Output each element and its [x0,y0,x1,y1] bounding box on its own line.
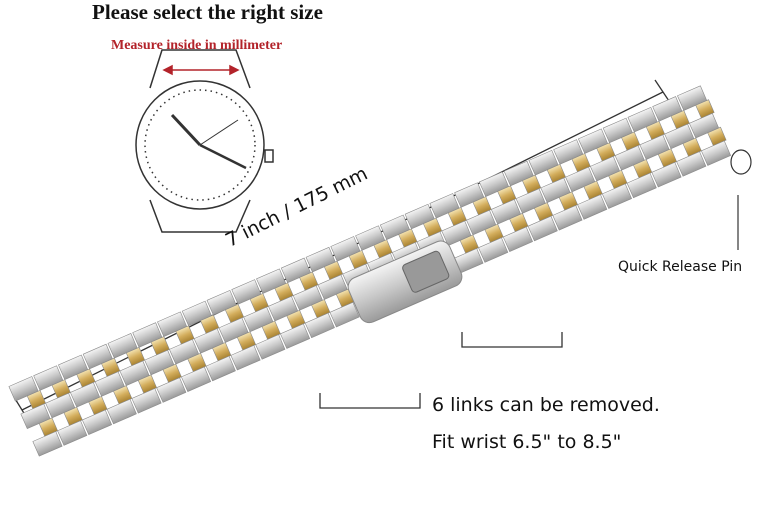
bracelet-link [441,220,472,247]
bracelet-link [256,268,287,294]
bracelet-link [106,398,137,425]
bracelet-link [602,117,633,144]
bracelet-link [32,431,63,457]
bracelet-link [156,377,187,403]
bracelet-link [58,354,89,381]
bracelet-link [230,344,261,371]
bracelet-link [689,112,720,139]
bracelet-link [181,300,212,327]
bracelet-link [478,237,509,263]
bracelet-link [268,295,299,322]
bracelet-link [577,194,608,220]
measure-label: Measure inside in millimeter [111,38,283,53]
bracelet-link [218,317,249,343]
bracelet-link [565,166,596,193]
bracelet-link [206,289,237,316]
bracelet-link [614,145,645,171]
bracelet-link [193,328,224,354]
bracelet-link [652,96,683,122]
bracelet-link [330,236,361,262]
bracelet-link [169,339,200,365]
bracelet-link [577,128,609,154]
bracelet-link [466,209,497,236]
bracelet-link [69,382,101,408]
bracelet-link [553,139,584,165]
bracelet-link [490,199,522,225]
pin-pointer [730,149,752,250]
bracelet-link [700,140,732,166]
bracelet-link [144,349,175,376]
bracelet-link [676,151,707,177]
bracelet-link [478,171,510,197]
bracelet-link [180,366,212,392]
bracelet-link [157,311,188,337]
bracelet-link [503,160,534,187]
bracelet-link [131,388,162,414]
bracelet-link [231,279,262,305]
bracelet-link [329,301,360,328]
bracelet-link [317,274,348,300]
bracelet-link [119,360,150,386]
bracelet-link [57,420,88,446]
bracelet-link [627,106,658,133]
bracelet-link [292,285,323,311]
bracelet-link [429,193,460,219]
bracelet-link [552,205,583,231]
bracelet-link [20,403,51,430]
bracelet-link [8,376,39,402]
bracelet-link [107,333,138,359]
bracelet-link [540,177,571,203]
bracelet-link [639,134,670,160]
bracelet-link [81,409,113,436]
watch-drawing [135,49,274,233]
bracelet-link [589,155,621,182]
bracelet-link [355,225,386,251]
bracelet-link [132,322,163,348]
bracelet-link [454,182,485,208]
bracelet-link [651,161,682,188]
bracelet-link [33,365,64,391]
bracelet-link [502,226,533,253]
watch-bracelet [8,85,732,457]
bracelet-link [664,123,695,150]
bracelet-link [205,355,236,382]
bracelet-link [404,203,435,230]
bracelet-link [255,334,286,360]
wrist-fit-label: Fit wrist 6.5" to 8.5" [432,431,622,453]
bracelet-link [280,257,311,284]
bracelet-link [677,85,708,111]
bracelet-link [94,371,125,397]
bracelet-link [528,150,559,176]
bracelet-link [45,392,76,419]
bracelet-link [626,172,657,199]
removable-links-brackets [319,332,563,409]
title: Please select the right size [92,0,323,24]
bracelet-link [82,343,113,370]
bracelet-link [243,306,274,333]
bracelet-link [280,323,311,349]
bracelet-link [305,246,336,273]
measure-arrow [162,64,240,76]
quick-release-pin-label: Quick Release Pin [618,259,743,275]
bracelet-link [379,214,411,241]
bracelet-link [515,188,546,214]
bracelet-link [304,312,335,339]
bracelet-link [527,215,558,242]
bracelet-link [601,183,633,209]
removable-links-label: 6 links can be removed. [432,394,660,416]
clasp [347,240,463,324]
